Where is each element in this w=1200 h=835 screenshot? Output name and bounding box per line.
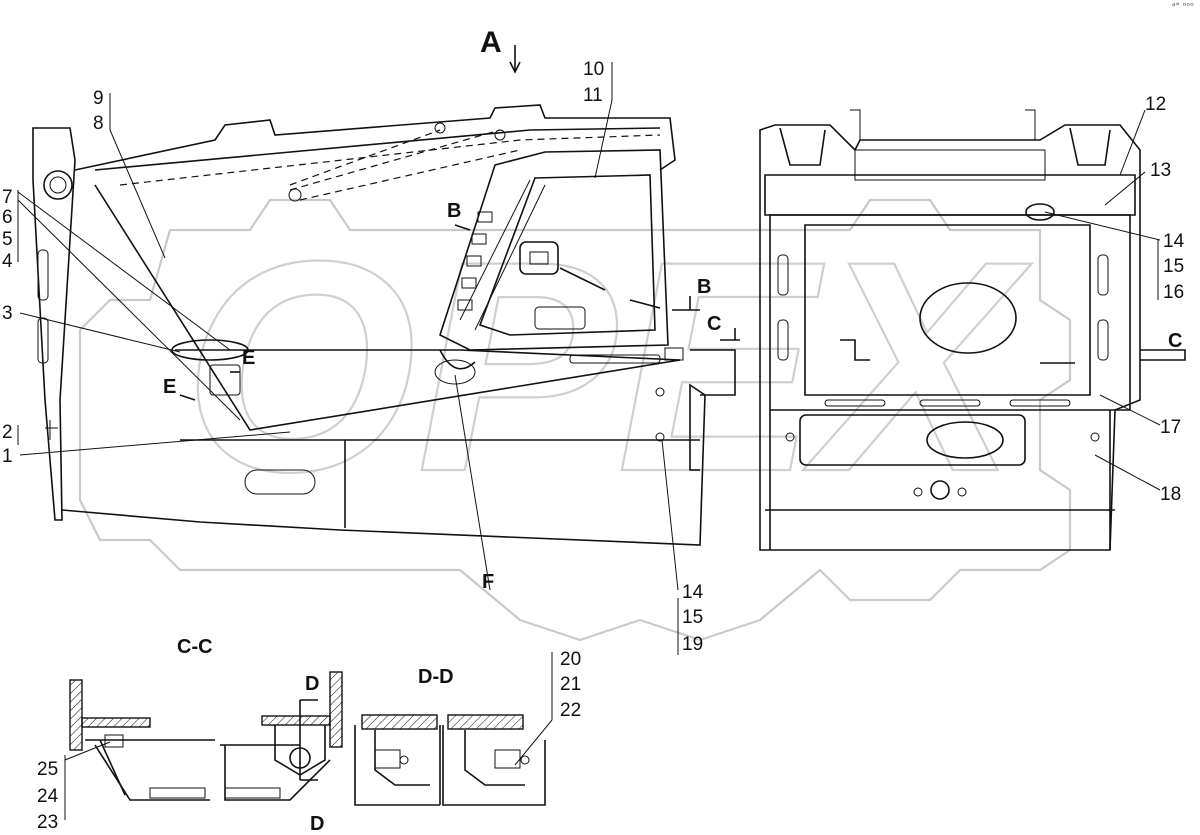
callout-13: 13 — [1150, 160, 1171, 181]
callout-16: 16 — [1163, 282, 1184, 303]
callout-numbers: 9 8 7 6 5 4 3 2 1 10 11 12 13 14 15 16 1… — [2, 59, 1185, 833]
section-c-right-label: C — [1168, 330, 1182, 352]
callout-23: 23 — [37, 812, 58, 833]
watermark: OPEX — [78, 197, 1072, 642]
section-d-top-label: D — [305, 673, 319, 695]
section-cc — [69, 671, 343, 801]
callout-22: 22 — [560, 700, 581, 721]
callout-14-bottom: 14 — [682, 582, 704, 603]
callout-20: 20 — [560, 649, 581, 670]
leader-lines — [17, 45, 1161, 820]
section-cc-title: C-C — [177, 636, 213, 658]
view-a-label: A — [480, 26, 502, 59]
callout-5: 5 — [2, 229, 13, 250]
callout-6: 6 — [2, 207, 13, 228]
callout-2: 2 — [2, 422, 13, 443]
section-d-bottom-label: D — [310, 813, 324, 835]
callout-3: 3 — [2, 303, 13, 324]
watermark-text: OPEX — [183, 198, 1032, 534]
callout-14-right: 14 — [1163, 231, 1185, 252]
gear-watermark-icon — [78, 198, 1072, 642]
section-c-mid-label: C — [707, 313, 721, 335]
corner-mark: ᵃ° ᵒᵒᵒ — [1171, 2, 1194, 12]
callout-25: 25 — [37, 759, 58, 780]
callout-4: 4 — [2, 251, 13, 272]
view-labels: A B B C C E E F D D C-C D-D — [163, 26, 1182, 835]
callout-15-bottom: 15 — [682, 607, 703, 628]
callout-21: 21 — [560, 674, 581, 695]
section-b-right-label: B — [697, 276, 711, 298]
callout-15-right: 15 — [1163, 256, 1184, 277]
callout-24: 24 — [37, 786, 59, 807]
callout-11: 11 — [583, 85, 603, 106]
callout-12: 12 — [1145, 94, 1166, 115]
callout-9: 9 — [93, 88, 104, 109]
section-dd — [354, 714, 546, 806]
callout-1: 1 — [2, 446, 13, 467]
callout-8: 8 — [93, 113, 104, 134]
side-view — [32, 104, 736, 546]
section-dd-title: D-D — [418, 666, 454, 688]
callout-7: 7 — [2, 187, 13, 208]
callout-17: 17 — [1160, 417, 1181, 438]
section-e-top-label: E — [242, 347, 255, 369]
detail-f-label: F — [482, 571, 494, 593]
callout-10: 10 — [583, 59, 604, 80]
section-e-left-label: E — [163, 376, 176, 398]
section-b-top-label: B — [447, 200, 461, 222]
callout-18: 18 — [1160, 484, 1181, 505]
callout-19: 19 — [682, 634, 703, 655]
